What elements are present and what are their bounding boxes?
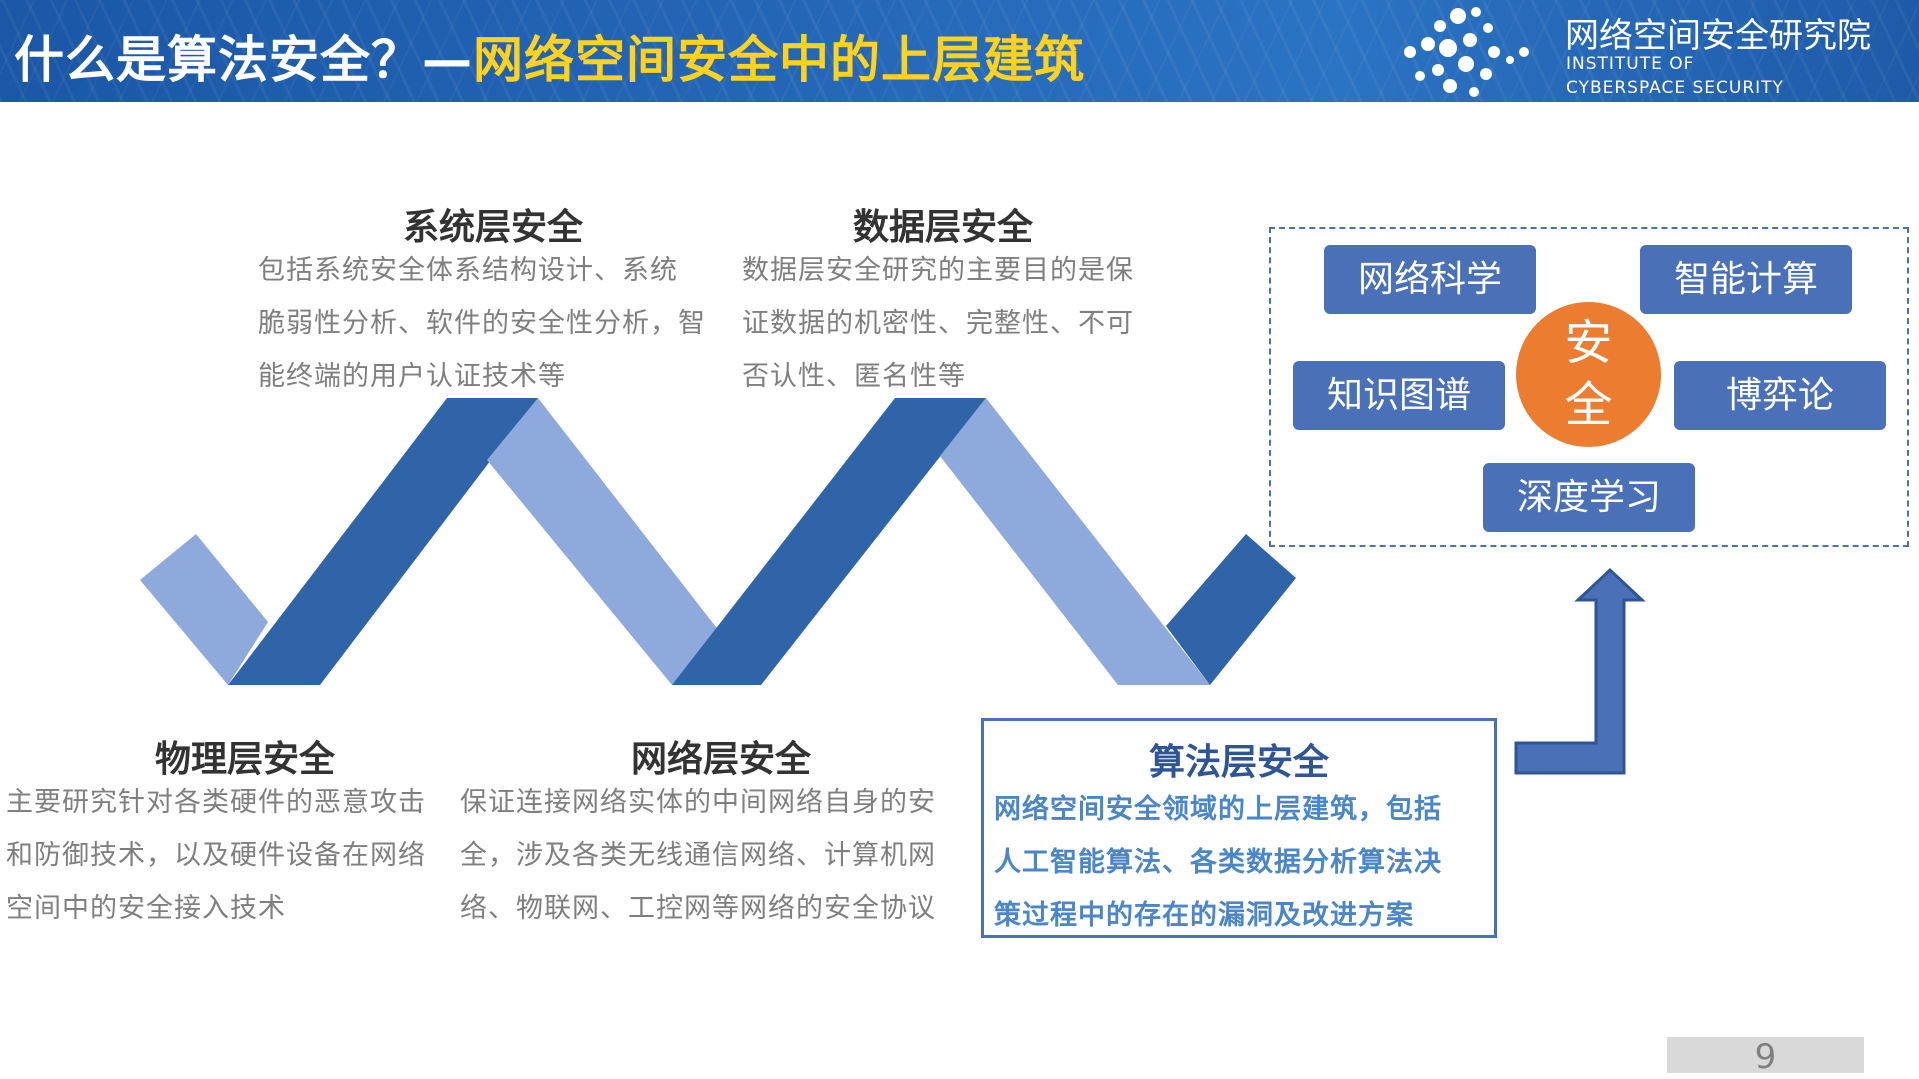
data-layer-line: 证数据的机密性、完整性、不可 (742, 308, 1134, 339)
institute-name-en-line1: INSTITUTE OF (1566, 54, 1695, 74)
system-layer-line: 包括系统安全体系结构设计、系统 (258, 255, 678, 286)
network-layer-description: 保证连接网络实体的中间网络自身的安 全，涉及各类无线通信网络、计算机网 络、物联… (460, 776, 980, 935)
page-title: 什么是算法安全？—网络空间安全中的上层建筑 (14, 20, 1085, 92)
algorithm-layer-line: 策过程中的存在的漏洞及改进方案 (994, 900, 1414, 931)
system-layer-line: 脆弱性分析、软件的安全性分析，智 (258, 308, 706, 339)
system-layer-description: 包括系统安全体系结构设计、系统 脆弱性分析、软件的安全性分析，智 能终端的用户认… (258, 244, 728, 403)
algorithm-layer-box: 算法层安全 网络空间安全领域的上层建筑，包括 人工智能算法、各类数据分析算法决 … (981, 718, 1497, 938)
network-layer-line: 保证连接网络实体的中间网络自身的安 (460, 787, 936, 818)
page-number: 9 (1754, 1037, 1777, 1077)
physical-layer-heading: 物理层安全 (154, 739, 335, 780)
institute-name-cn: 网络空间安全研究院 (1565, 16, 1871, 56)
system-layer-heading: 系统层安全 (402, 207, 583, 248)
data-layer-line: 否认性、匿名性等 (742, 361, 966, 392)
center-char-1: 安 (1564, 315, 1613, 371)
security-fields-box (1269, 227, 1909, 547)
data-layer-description: 数据层安全研究的主要目的是保 证数据的机密性、完整性、不可 否认性、匿名性等 (742, 244, 1162, 403)
institute-logo-icon (1404, 7, 1529, 97)
physical-layer-description: 主要研究针对各类硬件的恶意攻击 和防御技术，以及硬件设备在网络 空间中的安全接入… (6, 776, 458, 935)
zigzag-segment-4 (672, 398, 986, 685)
field-knowledge-graph: 知识图谱 (1293, 361, 1505, 430)
page-number-box: 9 (1667, 1037, 1864, 1077)
network-layer-heading: 网络层安全 (630, 739, 811, 780)
network-layer-line: 络、物联网、工控网等网络的安全协议 (460, 893, 936, 924)
algorithm-layer-line: 网络空间安全领域的上层建筑，包括 (994, 794, 1442, 825)
field-network-science: 网络科学 (1324, 245, 1536, 314)
field-deep-learning: 深度学习 (1483, 463, 1695, 532)
zigzag-segment-1 (140, 534, 268, 685)
zigzag-segment-6 (1166, 534, 1296, 685)
security-center-circle: 安 全 (1516, 302, 1661, 447)
zigzag-segment-5 (940, 398, 1210, 685)
algorithm-layer-description: 网络空间安全领域的上层建筑，包括 人工智能算法、各类数据分析算法决 策过程中的存… (994, 783, 1489, 942)
physical-layer-line: 空间中的安全接入技术 (6, 893, 286, 924)
title-highlight: 网络空间安全中的上层建筑 (473, 31, 1085, 89)
institute-name-en-line2: CYBERSPACE SECURITY (1566, 78, 1784, 98)
zigzag-segment-2 (228, 398, 538, 685)
data-layer-heading: 数据层安全 (852, 207, 1033, 248)
physical-layer-line: 和防御技术，以及硬件设备在网络 (6, 840, 426, 871)
center-char-2: 全 (1564, 377, 1613, 433)
field-game-theory: 博弈论 (1674, 361, 1886, 430)
header-bar: 什么是算法安全？—网络空间安全中的上层建筑 网络空间安全研究院 INSTITUT… (0, 0, 1919, 102)
system-layer-line: 能终端的用户认证技术等 (258, 361, 566, 392)
network-layer-line: 全，涉及各类无线通信网络、计算机网 (460, 840, 936, 871)
zigzag-segment-3 (487, 398, 761, 685)
physical-layer-line: 主要研究针对各类硬件的恶意攻击 (6, 787, 426, 818)
algorithm-layer-line: 人工智能算法、各类数据分析算法决 (994, 847, 1442, 878)
title-main: 什么是算法安全？— (14, 31, 473, 89)
field-intelligent-computing: 智能计算 (1640, 245, 1852, 314)
data-layer-line: 数据层安全研究的主要目的是保 (742, 255, 1134, 286)
algorithm-layer-heading: 算法层安全 (1148, 742, 1329, 783)
